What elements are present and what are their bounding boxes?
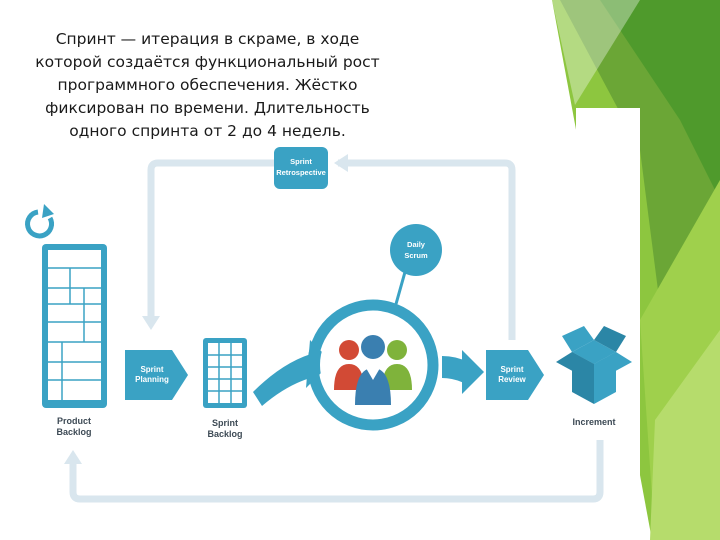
loop-arrow-head xyxy=(334,154,348,172)
sprint-review: Sprint Review xyxy=(486,350,544,400)
increment: Increment xyxy=(556,326,632,427)
loop-arrow-head xyxy=(142,316,160,330)
product-backlog-label: Backlog xyxy=(56,427,91,437)
product-backlog: Product Backlog xyxy=(25,204,107,437)
sprint-planning-label: Sprint xyxy=(140,365,163,374)
sprint-planning-label: Planning xyxy=(135,375,169,384)
team-people-icon xyxy=(334,335,412,405)
product-backlog-label: Product xyxy=(57,416,91,426)
sprint-backlog-label: Sprint xyxy=(212,418,238,428)
increment-label: Increment xyxy=(572,417,615,427)
caption-line: Спринт — итерация в скраме, в ходе xyxy=(55,30,360,48)
green-corner-decoration xyxy=(552,0,720,540)
retrospective-loop xyxy=(338,159,516,340)
daily-scrum-label: Scrum xyxy=(404,251,428,260)
caption-line: программного обеспечения. Жёстко xyxy=(57,76,358,94)
sprint-review-label: Sprint xyxy=(500,365,523,374)
daily-scrum-label: Daily xyxy=(407,240,426,249)
sprint-review-label: Review xyxy=(498,375,526,384)
sprint-cycle xyxy=(307,299,439,431)
sprint-retrospective-label: Retrospective xyxy=(276,168,326,177)
caption-line: одного спринта от 2 до 4 недель. xyxy=(69,122,346,140)
refresh-arrow-head xyxy=(42,204,54,218)
flow-arrow-out-head xyxy=(462,350,484,394)
sprint-backlog: Sprint Backlog xyxy=(203,338,247,439)
caption-line: которой создаётся функциональный рост xyxy=(35,53,380,71)
flow-arrow-out xyxy=(442,356,468,384)
sprint-retrospective: Sprint Retrospective xyxy=(274,147,328,189)
loop-arrow-head xyxy=(64,450,82,464)
daily-scrum: Daily Scrum xyxy=(390,224,442,305)
sprint-retrospective-label: Sprint xyxy=(290,157,312,166)
flow-arrow-in xyxy=(253,352,318,406)
sprint-backlog-label: Backlog xyxy=(207,429,242,439)
retrospective-loop xyxy=(147,159,274,318)
open-box-icon xyxy=(556,326,632,404)
caption-line: фиксирован по времени. Длительность xyxy=(45,99,370,117)
increment-feedback-loop xyxy=(69,440,604,503)
caption-text: Спринт — итерация в скраме, в ходе котор… xyxy=(20,28,395,143)
sprint-planning: Sprint Planning xyxy=(125,350,188,400)
refresh-arrow-icon xyxy=(25,209,55,239)
